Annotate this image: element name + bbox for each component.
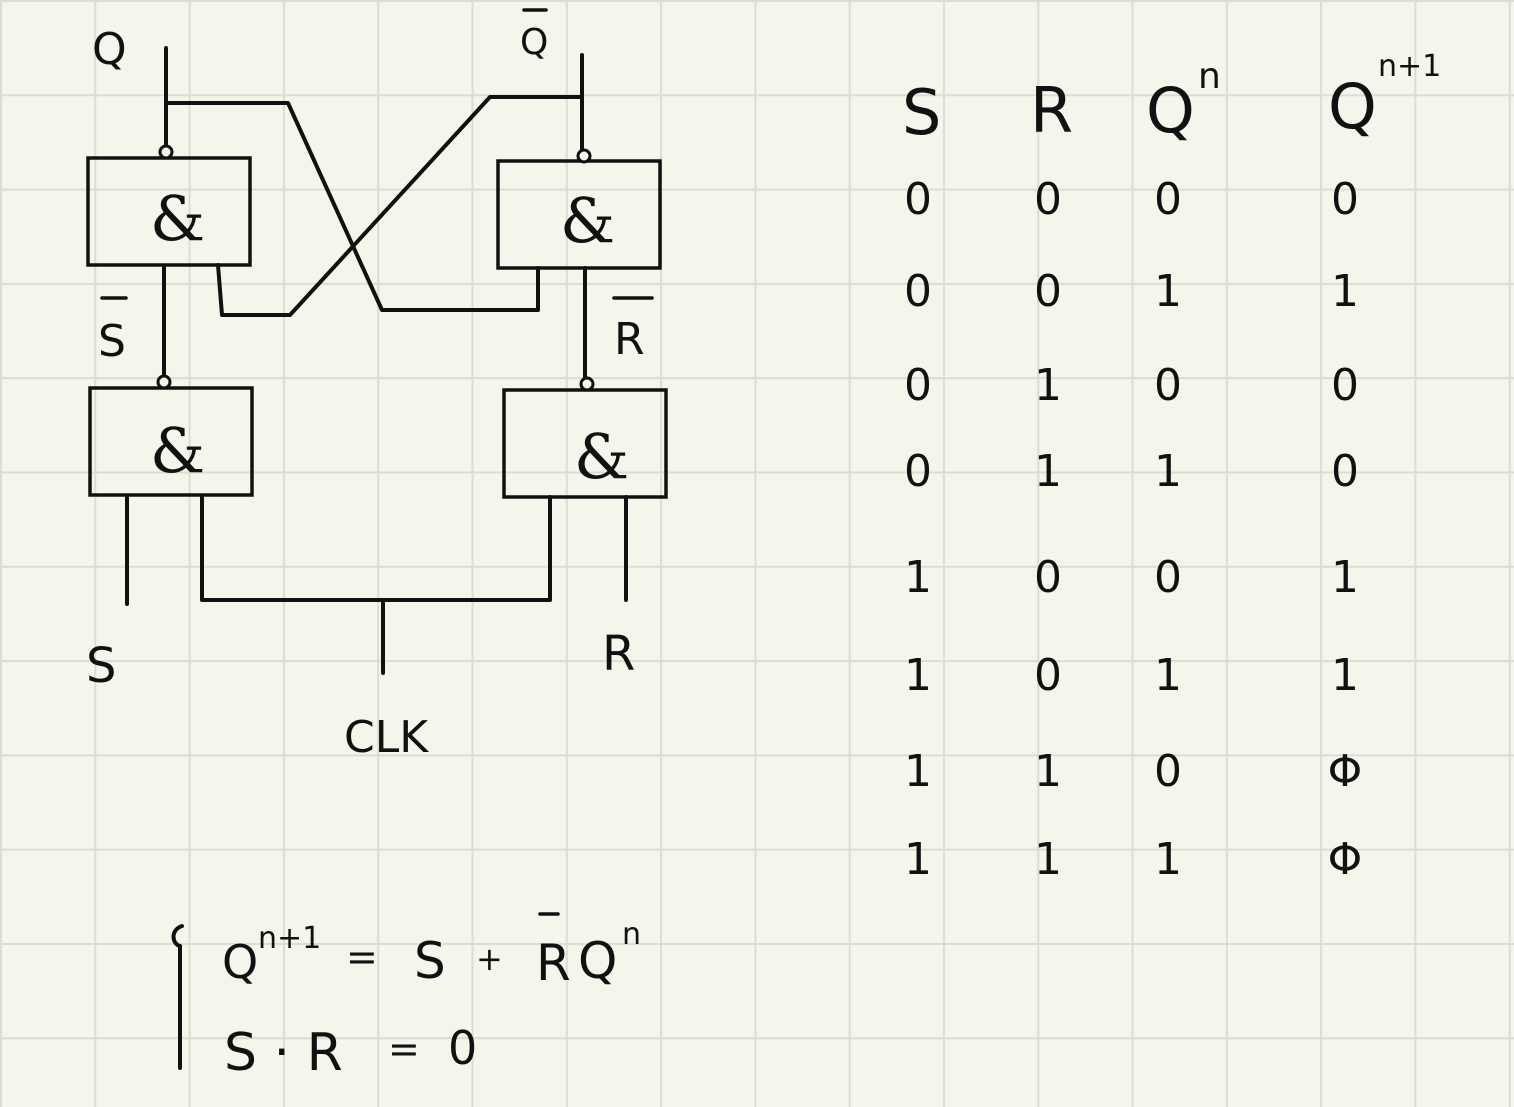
bubble-top-left [158,144,174,160]
bubble-top-right [576,148,592,164]
cell-qn1: Φ [1328,834,1363,885]
cell-qn: 0 [1154,174,1182,225]
cell-qn1: Φ [1328,746,1363,797]
cell-r: 1 [1034,834,1062,885]
cell-s: 0 [904,360,932,411]
cell-r: 1 [1034,746,1062,797]
eq2-rhs: 0 [448,1021,477,1075]
eq2-equals: = [388,1027,420,1071]
gate-symbol-top-left: & [150,182,205,255]
output-q-bar-label: Q [520,22,548,63]
cell-r: 0 [1034,650,1062,701]
gate-symbol-bottom-left: & [150,414,205,487]
clock-label: CLK [344,712,429,763]
cell-s: 0 [904,174,932,225]
eq1-lhs-sup: n+1 [258,921,321,956]
truth-table-row: 0 0 1 1 [904,266,1359,317]
gate-symbol-top-right: & [560,184,615,257]
cell-qn1: 0 [1331,174,1359,225]
cell-s: 1 [904,834,932,885]
cell-r: 0 [1034,552,1062,603]
truth-table-row: 1 1 0 Φ [904,746,1362,797]
cell-r: 0 [1034,266,1062,317]
output-q-label: Q [92,24,127,75]
equation-1: Q n+1 = S + R Q n [222,912,641,992]
cell-r: 0 [1034,174,1062,225]
header-qn: Q [1146,74,1195,147]
truth-table-row: 1 0 0 1 [904,552,1359,603]
cell-qn: 0 [1154,360,1182,411]
eq1-plus: + [476,940,503,978]
nand-gate-bottom-left [88,386,254,497]
cell-s: 0 [904,446,932,497]
truth-table-row: 0 1 0 0 [904,360,1359,411]
truth-table-row: 1 0 1 1 [904,650,1359,701]
wire-cross-qbar-to-left [216,95,584,317]
r-bar-label: R [614,314,645,365]
cell-r: 1 [1034,446,1062,497]
eq1-q: Q [578,932,617,990]
header-qn1: Q [1328,70,1377,143]
wire-clock-bus [200,495,552,602]
eq1-q-sup: n [622,917,641,952]
s-bar-label: S [98,316,126,367]
cell-qn: 1 [1154,834,1182,885]
characteristic-equations: Q n+1 = S + R Q n S · R = 0 [171,912,641,1083]
gate-symbol-bottom-right: & [574,420,629,493]
cell-qn1: 1 [1331,266,1359,317]
eq1-lhs: Q [222,935,258,989]
cell-qn1: 0 [1331,446,1359,497]
cell-s: 1 [904,746,932,797]
cell-s: 1 [904,552,932,603]
truth-table-row: 1 1 1 Φ [904,834,1362,885]
input-s-label: S [86,638,116,694]
eq2-lhs: S · R [224,1023,343,1083]
cell-qn: 1 [1154,446,1182,497]
header-qn1-sup: n+1 [1378,49,1441,84]
truth-table-row: 0 0 0 0 [904,174,1359,225]
sr-flipflop-circuit: Q Q & & & & S R [86,8,668,763]
cell-qn1: 0 [1331,360,1359,411]
eq1-s: S [414,932,446,990]
eq1-equals: = [346,935,378,979]
brace [171,924,184,1070]
cell-s: 0 [904,266,932,317]
eq1-r-bar: R [536,934,571,992]
cell-qn: 0 [1154,746,1182,797]
wire-cross-q-to-right [164,101,540,312]
cell-qn1: 1 [1331,552,1359,603]
bubble-bottom-right [579,376,595,392]
header-s: S [902,76,941,149]
cell-qn: 1 [1154,650,1182,701]
cell-s: 1 [904,650,932,701]
bubble-bottom-left [156,374,172,390]
truth-table-row: 0 1 1 0 [904,446,1359,497]
truth-table-headers: S R Q n Q n+1 [902,49,1441,149]
cell-r: 1 [1034,360,1062,411]
header-r: R [1030,74,1073,147]
cell-qn: 0 [1154,552,1182,603]
input-r-label: R [602,626,635,682]
header-qn-sup: n [1198,56,1221,97]
equation-2: S · R = 0 [224,1021,477,1083]
cell-qn: 1 [1154,266,1182,317]
cell-qn1: 1 [1331,650,1359,701]
